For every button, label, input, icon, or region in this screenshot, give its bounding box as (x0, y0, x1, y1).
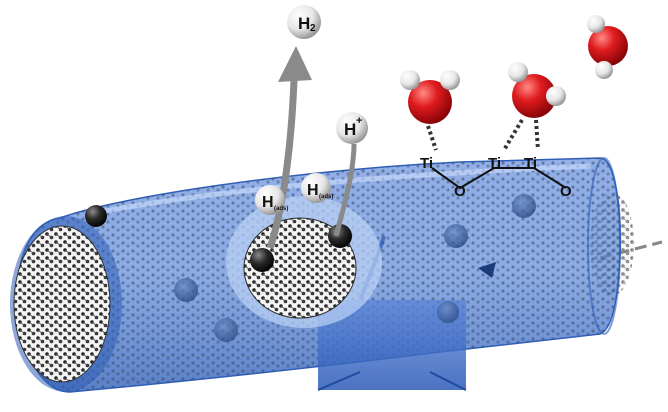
h-ads-1-label: H (262, 194, 274, 211)
direction-arrowhead-icon (478, 262, 496, 278)
hydrogen-atom-icon (440, 70, 460, 90)
ti-label-3: Ti (524, 155, 537, 172)
carbon-sphere-icon (85, 205, 107, 227)
carbon-atoms (85, 205, 352, 272)
hydrogen-atom-icon (255, 185, 285, 215)
carbon-sphere-icon (174, 278, 198, 302)
ti-o-chain: Ti O Ti Ti O (420, 155, 572, 200)
wall-spheres (174, 194, 536, 342)
ti-label-2: Ti (488, 155, 501, 172)
h-plus-superscript: + (356, 115, 362, 127)
h2-molecule: H 2 (287, 5, 321, 39)
ti-label-1: Ti (420, 155, 433, 172)
hydrogen-atom-icon (336, 112, 368, 144)
water-molecule-1 (400, 70, 460, 151)
h2-subscript: 2 (310, 23, 316, 34)
h-ads-2-subscript: (ads) (319, 194, 333, 200)
h-ads-1: H (ads) (255, 185, 288, 215)
nanotube-left-end (10, 216, 122, 392)
h-ads-1-subscript: (ads) (274, 206, 288, 212)
carbon-sphere-icon (512, 194, 536, 218)
carbon-sphere-icon (250, 248, 274, 272)
h2-release-arrow (266, 46, 312, 250)
hydrogen-atom-icon (587, 15, 605, 33)
water-molecule-icon (588, 26, 628, 66)
o-label-1: O (454, 183, 466, 200)
tube-cross-section (317, 235, 467, 391)
h-plus-label: H (344, 120, 356, 139)
hydrogen-atom-icon (508, 62, 528, 82)
cutaway-window (226, 196, 382, 328)
h2-label: H (298, 14, 310, 33)
carbon-sphere-icon (437, 301, 459, 323)
h-plus-ion: H + (336, 112, 368, 144)
h-ads-2-label: H (307, 182, 319, 199)
h-ads-2: H (ads) (301, 173, 333, 203)
water-molecule-2 (502, 62, 566, 152)
h-plus-arrow (333, 143, 357, 237)
hydrogen-atom-icon (400, 70, 420, 90)
o-label-2: O (560, 183, 572, 200)
hydrogen-atom-icon (287, 5, 321, 39)
water-molecule-icon (512, 74, 556, 118)
carbon-sphere-icon (214, 318, 238, 342)
hydrogen-atom-icon (546, 86, 566, 106)
hydrogen-atom-icon (595, 61, 613, 79)
carbon-sphere-icon (328, 224, 352, 248)
hydrogen-atom-icon (301, 173, 331, 203)
water-molecule-icon (408, 80, 452, 124)
water-molecule-3 (587, 15, 628, 79)
carbon-sphere-icon (444, 224, 468, 248)
